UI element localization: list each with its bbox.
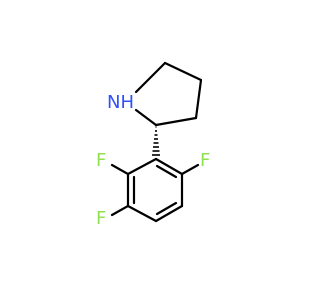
bond-c4ar-c3ar [126, 204, 158, 223]
bond-c3ar-f [110, 204, 130, 217]
bond-c3-c2 [154, 116, 198, 127]
bond-c6-f [180, 163, 200, 176]
atom-label-f-left-lower: F [96, 208, 106, 229]
atom-label-nh: NH [107, 92, 134, 113]
stereo-hashed-wedge-bond [152, 126, 160, 156]
atom-label-f-left-upper: F [96, 150, 106, 171]
bond-c2ar-f [110, 163, 130, 176]
bond-c1-c6-inner [155, 164, 178, 179]
atom-label-f-top-right: F [200, 150, 210, 171]
bond-c5-c4 [163, 61, 203, 82]
molecule-canvas: NH F F F [96, 61, 211, 229]
bond-c2ar-c1 [126, 157, 158, 176]
bond-c2-n [134, 108, 158, 127]
bond-n-c5 [134, 61, 167, 94]
bond-c1-c6 [154, 157, 184, 176]
structure-diagram: NH F F F [96, 61, 210, 229]
bond-c4-c3 [194, 78, 203, 120]
bond-c5ar-c4ar [154, 204, 184, 223]
bond-c5ar-c4ar-inner [155, 201, 178, 216]
